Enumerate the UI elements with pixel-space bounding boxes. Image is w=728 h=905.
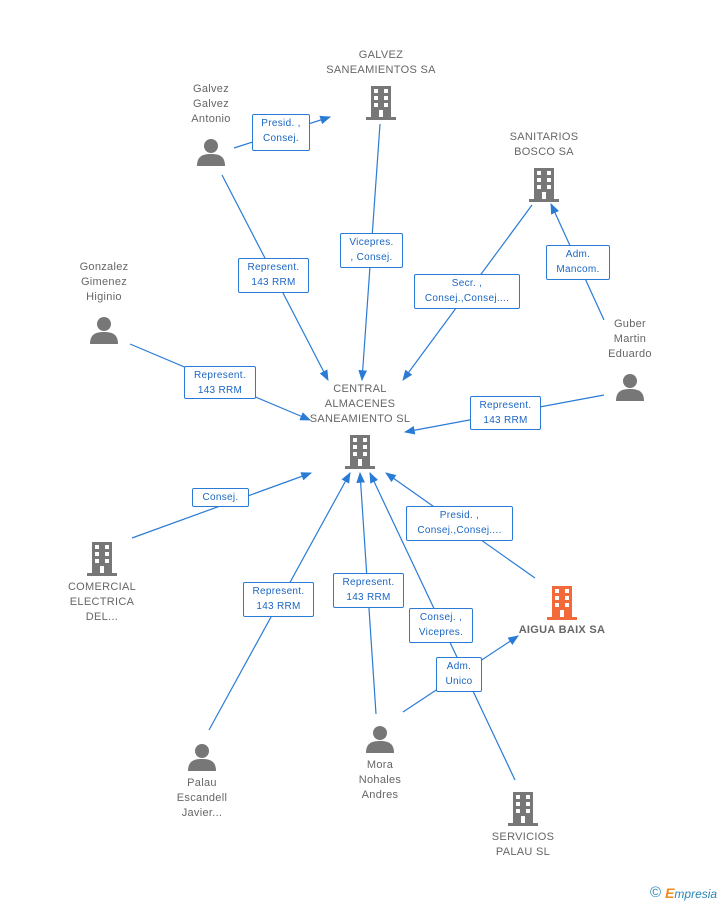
edge-label-represent-galvez: Represent.143 RRM	[238, 258, 309, 293]
node-aigua-baix[interactable]: AIGUA BAIX SA	[502, 584, 622, 638]
person-icon	[90, 317, 118, 344]
edge-label-vicepres-consej: Vicepres., Consej.	[340, 233, 403, 268]
building-icon	[529, 168, 559, 202]
edge-label-presid-consej-aigua: Presid. ,Consej.,Consej....	[406, 506, 513, 541]
person-icon	[197, 139, 225, 166]
edge-label-represent-mora: Represent.143 RRM	[333, 573, 404, 608]
edge-label-consej-comercial: Consej.	[192, 488, 249, 507]
brand-name: Empresia	[665, 884, 718, 901]
building-icon	[87, 542, 117, 576]
edge-label-presid-consej: Presid. ,Consej.	[252, 114, 310, 151]
edge-label-represent-gonzalez: Represent.143 RRM	[184, 366, 256, 399]
edge-label-secr-consej: Secr. ,Consej.,Consej....	[414, 274, 520, 309]
building-icon	[508, 792, 538, 826]
edge-label-represent-palau: Represent.143 RRM	[243, 582, 314, 617]
person-icon	[366, 726, 394, 753]
building-icon	[366, 86, 396, 120]
edge-label-adm-unico: Adm.Unico	[436, 657, 482, 692]
copyright-icon: ©	[650, 884, 662, 901]
edge-label-adm-mancom: Adm.Mancom.	[546, 245, 610, 280]
person-icon	[188, 744, 216, 771]
node-name: AIGUA BAIX SA	[518, 624, 606, 636]
building-icon	[345, 435, 375, 469]
edge-label-consej-vicepres-servicios: Consej. ,Vicepres.	[409, 608, 473, 643]
person-icon	[616, 374, 644, 401]
edge-label-represent-guber: Represent.143 RRM	[470, 396, 541, 430]
building-icon	[547, 586, 577, 620]
brand-logo[interactable]: © Empresia	[650, 884, 717, 901]
